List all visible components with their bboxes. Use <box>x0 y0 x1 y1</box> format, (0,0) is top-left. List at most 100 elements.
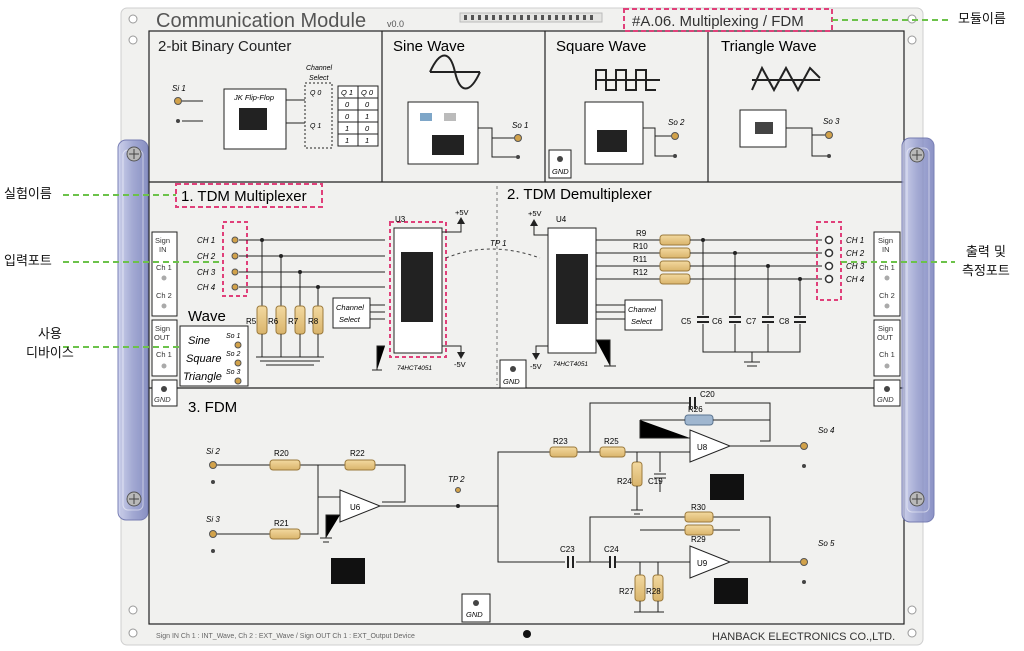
r28-label: R28 <box>646 587 661 596</box>
demux-output-ports[interactable] <box>824 235 834 284</box>
gnd-mid-label: GND <box>503 377 520 386</box>
r7-label: R7 <box>288 317 299 326</box>
so4-port[interactable] <box>800 442 808 450</box>
tp2-label: TP 2 <box>448 475 465 484</box>
c20-label: C20 <box>700 390 715 399</box>
so3-port[interactable] <box>825 131 833 139</box>
r21-label: R21 <box>274 519 289 528</box>
tt-r4c2: 1 <box>365 136 369 145</box>
left-sign-out-1: Sign <box>155 324 170 333</box>
tt-r2c2: 1 <box>365 112 369 121</box>
tt-r1c1: 0 <box>345 100 350 109</box>
counter-q0: Q 0 <box>310 90 321 97</box>
gnd-top-port[interactable] <box>557 156 563 162</box>
tdm-mux-title: 1. TDM Multiplexer <box>181 188 307 205</box>
right-out-ch1-port[interactable] <box>884 363 890 369</box>
counter-title: 2-bit Binary Counter <box>158 38 291 55</box>
so5-label: So 5 <box>818 539 835 548</box>
mux-vplus: +5V <box>455 208 469 217</box>
square-section: Square Wave So 2 GND <box>548 38 685 179</box>
callout-output-port: 출력 및 측정포트 <box>962 244 1010 282</box>
counter-truth-table: Q 1 Q 0 0 0 0 1 1 0 1 1 <box>337 85 379 147</box>
demux-ch4-label: CH 4 <box>846 275 865 284</box>
mux-chip-ic <box>401 252 433 322</box>
callout-device-line1: 사용 <box>37 327 62 342</box>
mux-ch2-label: CH 2 <box>197 252 216 261</box>
sine-port-label: So 1 <box>512 121 528 130</box>
tt-h2: Q 0 <box>361 88 374 97</box>
fdm-dip-chip-3 <box>710 474 744 500</box>
r10-label: R10 <box>633 242 648 251</box>
left-ch2-port[interactable] <box>161 303 167 309</box>
u8-opamp <box>689 429 732 463</box>
right-ch2-port[interactable] <box>884 303 890 309</box>
u9-label: U9 <box>697 559 708 568</box>
r11-label: R11 <box>633 255 648 264</box>
c8-label: C8 <box>779 317 790 326</box>
left-sign-out-2: OUT <box>154 333 170 342</box>
right-sign-out-2: OUT <box>877 333 893 342</box>
tp2-port[interactable] <box>455 487 461 493</box>
board-title: Communication Module <box>156 10 366 32</box>
callout-experiment-name: 실험이름 <box>4 187 52 202</box>
demux-vplus: +5V <box>528 209 542 218</box>
so5-port[interactable] <box>800 558 808 566</box>
wave-so3-label: So 3 <box>226 369 241 376</box>
r29-label: R29 <box>691 535 706 544</box>
right-sign-in-1: Sign <box>878 236 893 245</box>
gnd-mid-box <box>499 359 527 389</box>
u8-label: U8 <box>697 443 708 452</box>
callout-device-line2: 디바이스 <box>26 345 74 361</box>
c7-label: C7 <box>746 317 757 326</box>
fdm-title: 3. FDM <box>188 399 237 416</box>
mux-input-ports[interactable] <box>231 236 239 291</box>
demux-chip-ic <box>556 254 588 324</box>
left-gnd-port[interactable] <box>161 386 167 392</box>
demux-ch1-label: CH 1 <box>846 236 864 245</box>
mux-chip-ref: U3 <box>395 215 406 224</box>
right-ch1: Ch 1 <box>879 263 895 272</box>
tt-r1c2: 0 <box>365 100 370 109</box>
left-sign-in-1: Sign <box>155 236 170 245</box>
gnd-bottom-port[interactable] <box>473 600 479 606</box>
r8-label: R8 <box>308 317 319 326</box>
gnd-mid-port[interactable] <box>510 366 516 372</box>
r20-label: R20 <box>274 449 289 458</box>
wave-square-label: Square <box>186 353 221 365</box>
r26-label: R26 <box>688 405 703 414</box>
counter-q1: Q 1 <box>310 123 321 130</box>
left-ch1-port[interactable] <box>161 275 167 281</box>
tt-h1: Q 1 <box>341 88 353 97</box>
si3-port[interactable] <box>209 530 217 538</box>
wave-ports[interactable] <box>234 341 242 385</box>
right-ch2: Ch 2 <box>879 291 895 300</box>
u6-opamp <box>339 489 382 523</box>
triangle-wave-icon <box>751 65 821 93</box>
right-gnd-port[interactable] <box>884 386 890 392</box>
so1-port[interactable] <box>514 134 522 142</box>
so2-port[interactable] <box>671 132 679 140</box>
demux-chip-part: 74HCT4051 <box>553 361 588 368</box>
jk-flipflop-label: JK Flip-Flop <box>233 93 274 102</box>
wave-sine-label: Sine <box>188 335 210 347</box>
right-ch1-port[interactable] <box>884 275 890 281</box>
r6-label: R6 <box>268 317 279 326</box>
tt-r3c1: 1 <box>345 124 349 133</box>
fdm-section: 3. FDM Si 2 Si 3 R20 R22 R21 U6 TP 2 <box>188 390 835 623</box>
callout-device: 사용 디바이스 <box>26 326 74 364</box>
so4-label: So 4 <box>818 426 835 435</box>
left-out-ch1-port[interactable] <box>161 363 167 369</box>
demux-vminus: -5V <box>530 362 542 371</box>
si2-port[interactable] <box>209 461 217 469</box>
tp1-label: TP 1 <box>490 239 507 248</box>
tdm-demux-section: 2. TDM Demultiplexer U4 +5V 74HCT4051 -5… <box>507 186 865 371</box>
r27-label: R27 <box>619 587 634 596</box>
square-wave-icon <box>595 69 660 91</box>
counter-si1-port[interactable] <box>174 97 182 105</box>
r24-label: R24 <box>617 477 632 486</box>
left-gnd-label: GND <box>154 395 171 404</box>
callout-output-line1: 출력 및 <box>965 245 1006 260</box>
sine-section: Sine Wave So 1 <box>393 38 528 165</box>
gnd-top-label: GND <box>552 167 569 176</box>
